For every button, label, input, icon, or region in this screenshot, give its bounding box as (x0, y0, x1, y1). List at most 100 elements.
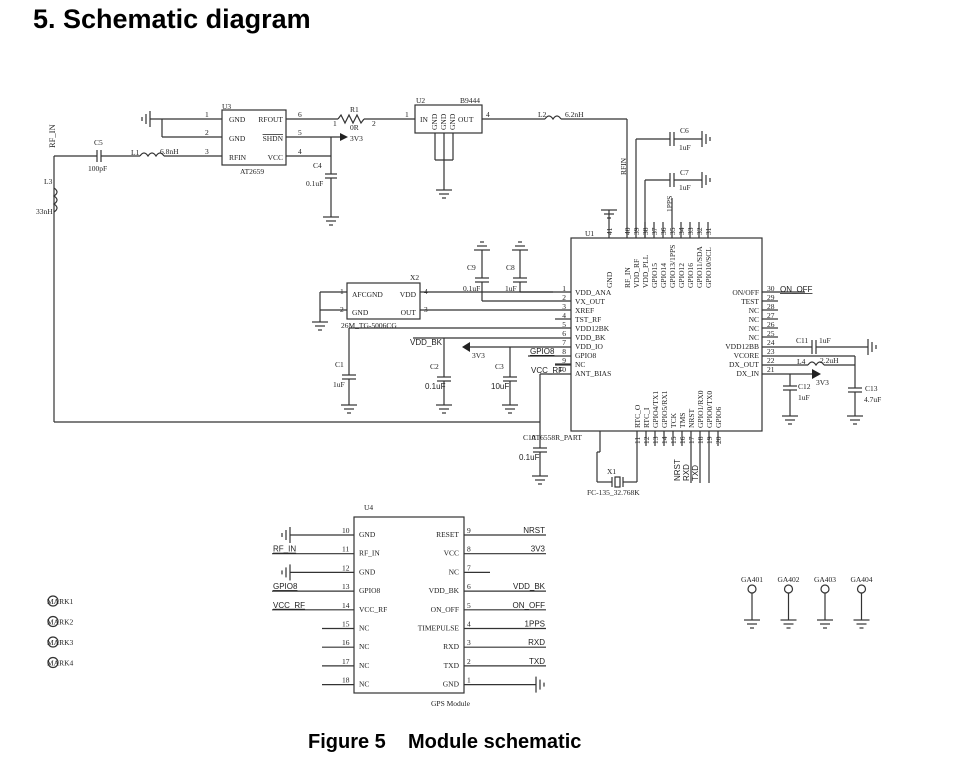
u4-pin-name: NC (359, 661, 369, 670)
c6-value: 1uF (679, 143, 691, 152)
u3-pin3: 3 (205, 147, 209, 156)
c5-value: 100pF (88, 164, 107, 173)
u4-net-label: VCC_RF (273, 601, 305, 610)
u1-pin-name: VDD_ANA (575, 288, 612, 297)
u1-part: AT6558R_PART (531, 433, 582, 442)
u4-pin-number: 3 (467, 638, 471, 647)
u4-pin-name: TIMEPULSE (418, 624, 460, 633)
u4-net-label: RXD (528, 638, 545, 647)
u1-pin-number: 38 (641, 227, 650, 235)
net-1pps-label: 1PPS (665, 196, 674, 212)
u1-pin-name: GPIO1/RX0 (696, 390, 705, 428)
u4-net-label: NRST (523, 526, 545, 535)
capacitor-c7: C7 1uF (644, 168, 711, 238)
u1-pin-name: RTC_O (633, 404, 642, 428)
u1-pin-number: 39 (632, 227, 641, 235)
u1-pin-name: GPIO8 (575, 351, 597, 360)
x1-value: FC-135_32.768K (587, 488, 640, 497)
u4-net-label: VDD_BK (513, 582, 546, 591)
x2-part: 26M_TG-5006CG (341, 321, 397, 330)
u1-pin-name: TEST (741, 297, 759, 306)
u1-pin-number: 35 (668, 227, 677, 235)
u1-pin-number: 16 (678, 436, 687, 444)
u1-pin-number: 31 (704, 227, 713, 235)
u1-pin-name: NC (575, 360, 585, 369)
u2-pin-gnd-c: GND (448, 113, 457, 130)
fiducial-mark-icon (47, 636, 59, 648)
ground-symbol (281, 526, 291, 544)
u1-pin-name: VDD_IO (575, 342, 603, 351)
u1-pin-number: 41 (605, 227, 614, 235)
ground-symbol (743, 619, 761, 629)
ground-symbol (535, 675, 545, 694)
u4-pin-name: TXD (444, 661, 460, 670)
ground-symbol (852, 619, 871, 629)
net-3v3-label: 3V3 (350, 134, 363, 143)
c11-ref: C11 (796, 336, 808, 345)
u4-pin-number: 16 (342, 638, 350, 647)
inductor-l1: L1 6.8nH (131, 147, 179, 158)
u1-pin-name: GPIO0/TX0 (705, 391, 714, 428)
mark-label: MARK3 (47, 638, 74, 647)
fiducial-mark-icon (47, 656, 59, 669)
u2-pin-in: IN (420, 115, 428, 124)
u3-pin-shdn: SHDN (263, 134, 284, 143)
u1-pin-number: 23 (767, 347, 775, 356)
c12-ref: C12 (798, 382, 811, 391)
resistor-r1: R1 1 2 0R (333, 105, 415, 132)
on-off-net: ON_OFF (780, 285, 813, 294)
net-3v3-top: 3V3 (340, 133, 363, 143)
u1-pin-number: 26 (767, 320, 775, 329)
u4-pin-number: 15 (342, 620, 350, 629)
c2-value: 0.1uF (425, 382, 446, 391)
u1-pin-number: 14 (660, 436, 669, 444)
u4-pin-number: 17 (342, 657, 350, 666)
gpio8-net: GPIO8 (528, 347, 571, 357)
u1-pin-number: 17 (687, 436, 696, 444)
vcc-rf-net-label: VCC_RF (531, 366, 563, 375)
u1-pin-name: ANT_BIAS (575, 369, 611, 378)
u1-top-pins: 41GND40RF_IN39VDD_RF38VDD_PLL37GPIO1536G… (605, 222, 713, 288)
u2-pin1: 1 (405, 110, 409, 119)
u1-pin-name: GPIO10/SCL (704, 247, 713, 288)
rf-in-label: RF_IN (47, 124, 57, 148)
u4-pin-name: ON_OFF (431, 605, 459, 614)
u1-pin-name: XREF (575, 306, 594, 315)
u1-pin-name: NC (749, 315, 759, 324)
l1-value: 6.8nH (160, 147, 179, 156)
u2-pin4: 4 (486, 110, 490, 119)
u1-pin-number: 34 (677, 227, 686, 235)
u1-pin-number: 25 (767, 329, 775, 338)
u1-pin-name: NC (749, 324, 759, 333)
u1-pin-number: 7 (562, 338, 566, 347)
u1-pin-number: 15 (669, 436, 678, 444)
gpio8-net-label: GPIO8 (530, 347, 555, 356)
u1-pin-number: 18 (696, 436, 705, 444)
u3-pin-gnd2: GND (229, 134, 246, 143)
u4-pin-name: NC (359, 680, 369, 689)
u1-pin-name: VDD_BK (575, 333, 606, 342)
u3-part: AT2659 (240, 167, 264, 176)
tcxo-x2: X2 AFCGND GND VDD OUT 26M_TG-5006CG 1 2 … (311, 273, 571, 331)
u1-pin-name: GND (605, 271, 614, 288)
u1-pin-name: GPIO15 (650, 263, 659, 288)
fiducial-mark-icon (47, 595, 59, 607)
c8-ref: C8 (506, 263, 515, 272)
c10-ref: C10 (523, 433, 536, 442)
c8-value: 1uF (505, 284, 517, 293)
test-point-pad-icon (856, 584, 867, 594)
u4-net-label: RF_IN (273, 545, 296, 554)
u1-pin-name: GPIO6 (714, 406, 723, 428)
c12-value: 1uF (798, 393, 810, 402)
u4-pin-name: RESET (436, 530, 459, 539)
c6-ref: C6 (680, 126, 689, 135)
c13-value: 4.7uF (864, 395, 881, 404)
u1-pin-number: 13 (651, 436, 660, 444)
capacitor-c12: 3V3 C12 1uF (762, 369, 829, 425)
u1-pin-number: 2 (562, 293, 566, 302)
x2-pin-afcgnd: AFCGND (352, 290, 383, 299)
u4-pin-name: GPIO8 (359, 586, 381, 595)
section-heading: 5. Schematic diagram (33, 4, 311, 34)
